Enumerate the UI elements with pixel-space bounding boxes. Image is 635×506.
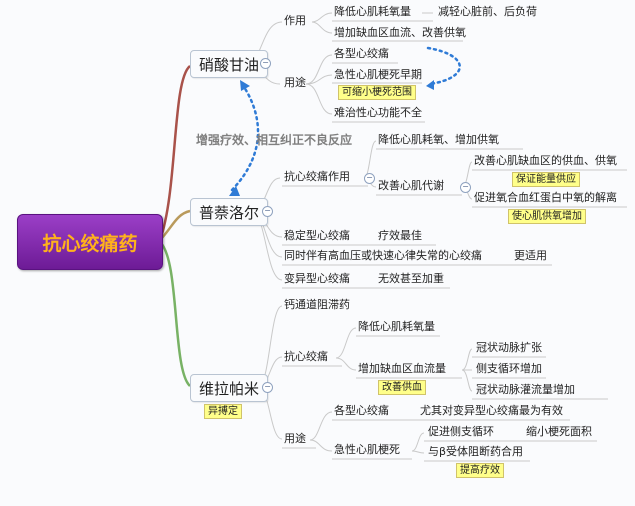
root-link-b1 bbox=[158, 65, 191, 241]
b2-stable-angina-result[interactable]: 疗效最佳 bbox=[378, 229, 422, 242]
relation-arrow-loop bbox=[426, 46, 461, 86]
b1-use-item-3[interactable]: 难治性心功能不全 bbox=[334, 106, 422, 119]
b3-action-item-1[interactable]: 降低心肌耗氧量 bbox=[358, 320, 435, 333]
b2-action-label[interactable]: 抗心绞痛作用 bbox=[284, 170, 350, 183]
b3-action-item-2-2[interactable]: 侧支循环增加 bbox=[476, 362, 542, 375]
relation-arrow-b1-b2 bbox=[230, 82, 260, 192]
b2-action-item-2[interactable]: 改善心肌代谢 bbox=[378, 179, 444, 192]
b2-action-item-1[interactable]: 降低心肌耗氧、增加供氧 bbox=[378, 133, 499, 146]
collapse-toggle-icon[interactable]: − bbox=[262, 382, 273, 393]
b2-stable-angina[interactable]: 稳定型心绞痛 bbox=[284, 229, 350, 242]
collapse-toggle-icon[interactable]: − bbox=[364, 173, 375, 184]
b2-variant-angina[interactable]: 变异型心绞痛 bbox=[284, 272, 350, 285]
b1-action-item-2[interactable]: 增加缺血区血流、改善供氧 bbox=[334, 26, 466, 39]
b3-use-item-2-2[interactable]: 与β受体阻断药合用 bbox=[428, 445, 524, 458]
b2-action-item-2-1[interactable]: 改善心肌缺血区的供血、供氧 bbox=[474, 154, 617, 167]
collapse-toggle-icon[interactable]: − bbox=[260, 58, 271, 69]
b1-use-label[interactable]: 用途 bbox=[284, 76, 306, 89]
b3-use-item-1[interactable]: 各型心绞痛 bbox=[334, 404, 389, 417]
b2-action-item-2-2[interactable]: 促进氧合血红蛋白中氧的解离 bbox=[474, 191, 617, 204]
b3-action-item-2-note: 改善供血 bbox=[378, 380, 426, 395]
branch-propranolol[interactable]: 普萘洛尔 bbox=[190, 198, 269, 226]
b3-use-item-2[interactable]: 急性心肌梗死 bbox=[334, 443, 400, 456]
b1-action-item-1[interactable]: 降低心肌耗氧量 bbox=[334, 5, 411, 18]
b2-variant-angina-result[interactable]: 无效甚至加重 bbox=[378, 272, 444, 285]
branch-nitroglycerin[interactable]: 硝酸甘油 bbox=[190, 50, 269, 78]
b3-action-item-2-1[interactable]: 冠状动脉扩张 bbox=[476, 341, 542, 354]
b2-action-item-2-2-note: 使心肌供氧增加 bbox=[508, 209, 586, 224]
b1-action-label[interactable]: 作用 bbox=[284, 14, 306, 27]
collapse-toggle-icon[interactable]: − bbox=[460, 182, 471, 193]
b1-action-result[interactable]: 减轻心脏前、后负荷 bbox=[438, 5, 537, 18]
b3-use-item-2-1-result[interactable]: 缩小梗死面积 bbox=[526, 425, 592, 438]
b1-use-item-2-note: 可缩小梗死范围 bbox=[338, 85, 416, 100]
b3-title-note: 异搏定 bbox=[204, 404, 242, 419]
collapse-toggle-icon[interactable]: − bbox=[262, 206, 273, 217]
root-link-b3 bbox=[159, 241, 191, 387]
b2-hypertension-angina[interactable]: 同时伴有高血压或快速心律失常的心绞痛 bbox=[284, 249, 482, 262]
b1-use-item-2[interactable]: 急性心肌梗死早期 bbox=[334, 68, 422, 81]
b3-use-item-1-result[interactable]: 尤其对变异型心绞痛最为有效 bbox=[420, 404, 563, 417]
b2-action-item-2-1-note: 保证能量供应 bbox=[512, 172, 580, 187]
root-node[interactable]: 抗心绞痛药 bbox=[17, 214, 163, 270]
branch-verapamil[interactable]: 维拉帕米 bbox=[190, 374, 269, 402]
b1-use-item-1[interactable]: 各型心绞痛 bbox=[334, 47, 389, 60]
b3-class[interactable]: 钙通道阻滞药 bbox=[284, 298, 350, 311]
b3-action-item-2-3[interactable]: 冠状动脉灌流量增加 bbox=[476, 383, 575, 396]
b3-action-item-2[interactable]: 增加缺血区血流量 bbox=[358, 362, 446, 375]
b3-use-label[interactable]: 用途 bbox=[284, 432, 306, 445]
b3-action-label[interactable]: 抗心绞痛 bbox=[284, 350, 328, 363]
relation-label: 增强疗效、相互纠正不良反应 bbox=[196, 133, 353, 147]
b3-use-item-2-1[interactable]: 促进侧支循环 bbox=[428, 425, 494, 438]
b3-use-item-2-2-note: 提高疗效 bbox=[456, 463, 504, 478]
b2-hypertension-angina-result[interactable]: 更适用 bbox=[514, 249, 547, 262]
